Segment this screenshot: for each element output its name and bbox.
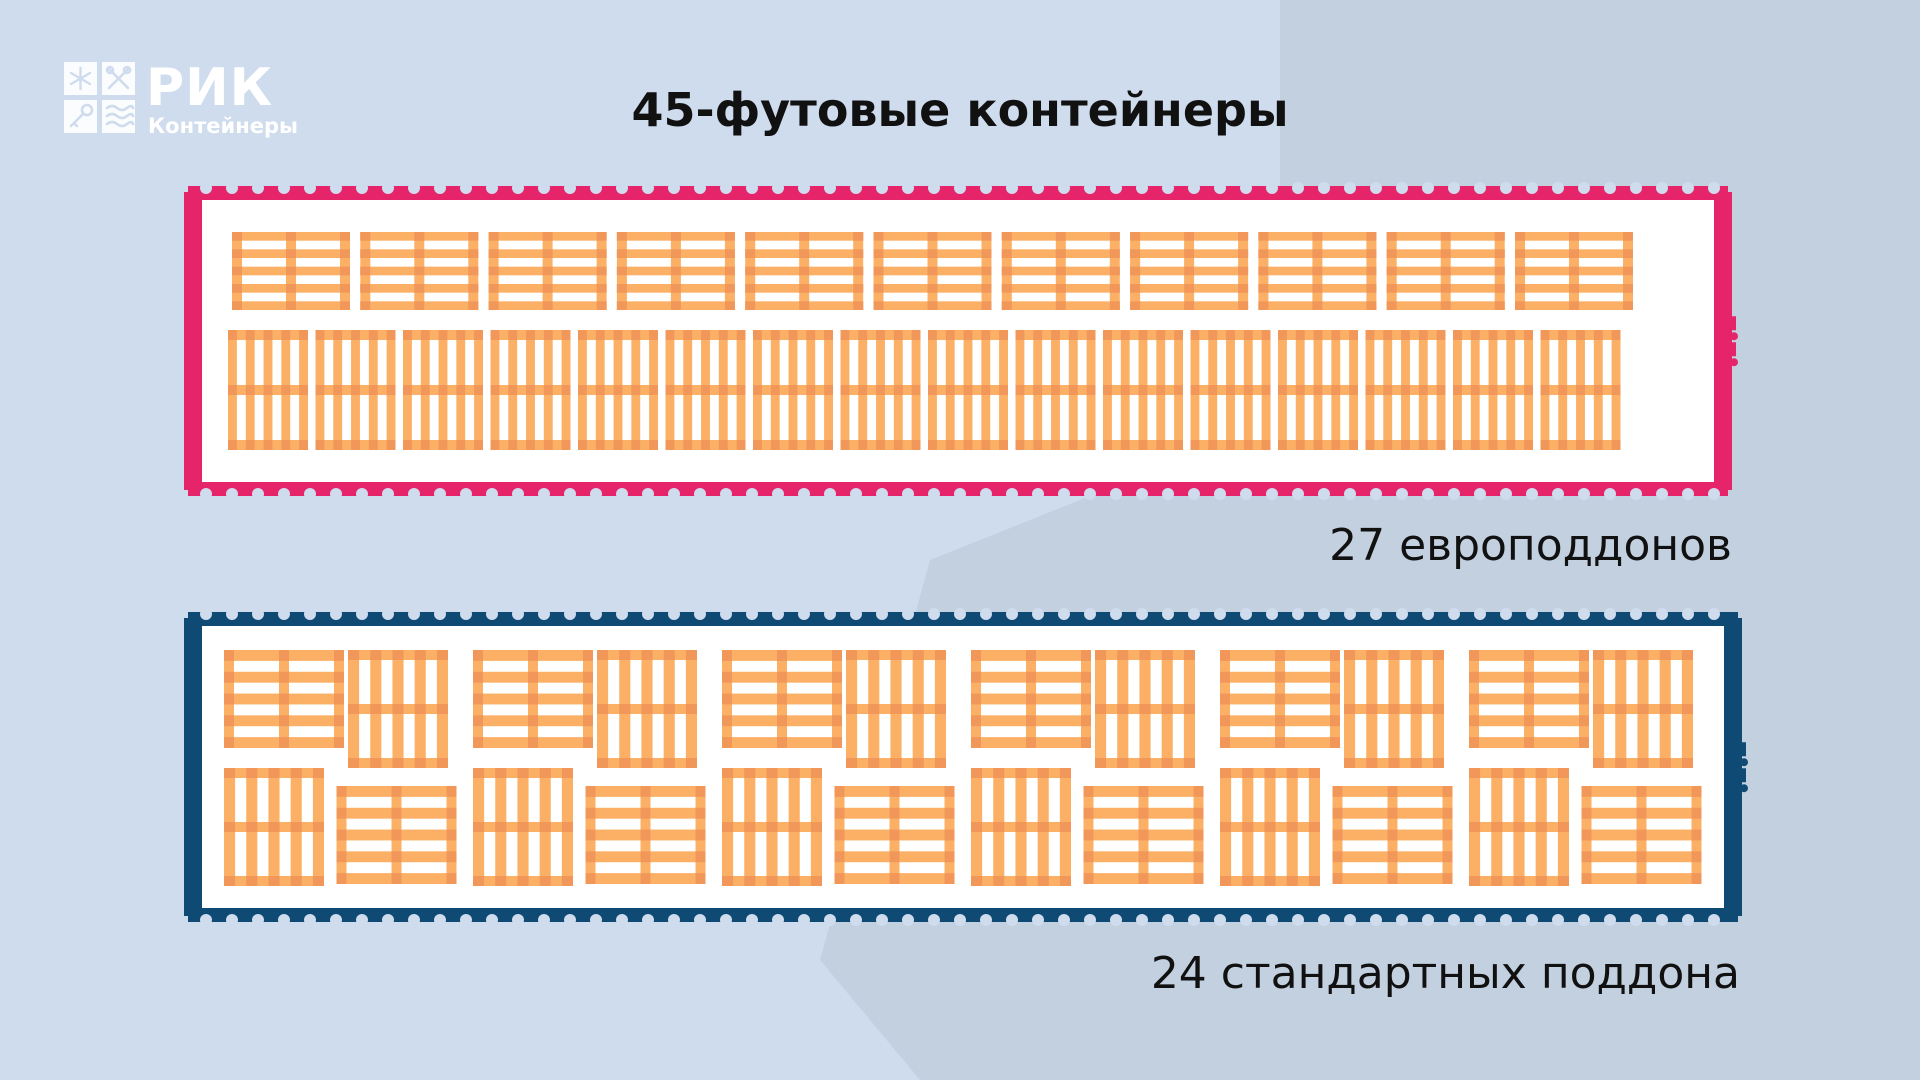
pallet (1593, 650, 1693, 768)
waves-icon (105, 104, 135, 128)
pallet (1258, 232, 1377, 310)
logo-tiles (64, 62, 135, 133)
pallet (336, 786, 457, 884)
pallet (846, 650, 946, 768)
pallet (1001, 232, 1120, 310)
pallet (1015, 330, 1096, 450)
pallet (403, 330, 483, 450)
pallet (834, 786, 955, 884)
pallet (1469, 650, 1589, 748)
pallet (971, 768, 1071, 886)
pallet (873, 232, 992, 310)
pallet (1344, 650, 1444, 768)
pallet (745, 232, 864, 310)
pallet (1278, 330, 1358, 450)
pallet (232, 232, 350, 310)
pallet (473, 768, 573, 886)
pallet (753, 330, 833, 450)
pallet (1469, 768, 1569, 886)
company-logo: РИК Контейнеры (64, 58, 304, 142)
container-45ft-europallets (184, 182, 1738, 500)
pallet (971, 650, 1091, 748)
pallet (1332, 786, 1453, 884)
pallet (722, 650, 842, 748)
pallet (1386, 232, 1505, 310)
pallet (665, 330, 746, 450)
pallet (585, 786, 706, 884)
pallet (1083, 786, 1204, 884)
pallet (224, 650, 344, 748)
pallet (228, 330, 308, 450)
pallet (1095, 650, 1195, 768)
key-icon (69, 103, 94, 128)
logo-name: РИК (146, 58, 274, 118)
tools-icon (105, 65, 132, 90)
pallet (224, 768, 324, 886)
pallet (1515, 232, 1633, 310)
pallet (928, 330, 1008, 450)
pallet (1220, 768, 1320, 886)
pallet (1453, 330, 1533, 450)
container-45ft-standard-pallets (184, 608, 1748, 926)
pallet (597, 650, 697, 768)
caption-standard-pallets: 24 стандартных поддона (1150, 948, 1740, 999)
pallet (348, 650, 448, 768)
pallet (1190, 330, 1271, 450)
pallet (1365, 330, 1446, 450)
snowflake-icon (69, 66, 92, 91)
page-title: 45-футовые контейнеры (631, 83, 1289, 137)
pallet (1220, 650, 1340, 748)
pallet (1130, 232, 1249, 310)
pallet (616, 232, 735, 310)
pallet (1103, 330, 1183, 450)
caption-europallets: 27 европоддонов (1329, 520, 1732, 571)
pallet (1540, 330, 1621, 450)
container-frame (184, 182, 1738, 500)
pallet (1581, 786, 1702, 884)
pallet (473, 650, 593, 748)
pallet (840, 330, 921, 450)
pallet (360, 232, 479, 310)
pallet (490, 330, 571, 450)
pallet (578, 330, 658, 450)
pallet (488, 232, 607, 310)
logo-subtitle: Контейнеры (148, 114, 299, 138)
pallet (315, 330, 396, 450)
pallet (722, 768, 822, 886)
